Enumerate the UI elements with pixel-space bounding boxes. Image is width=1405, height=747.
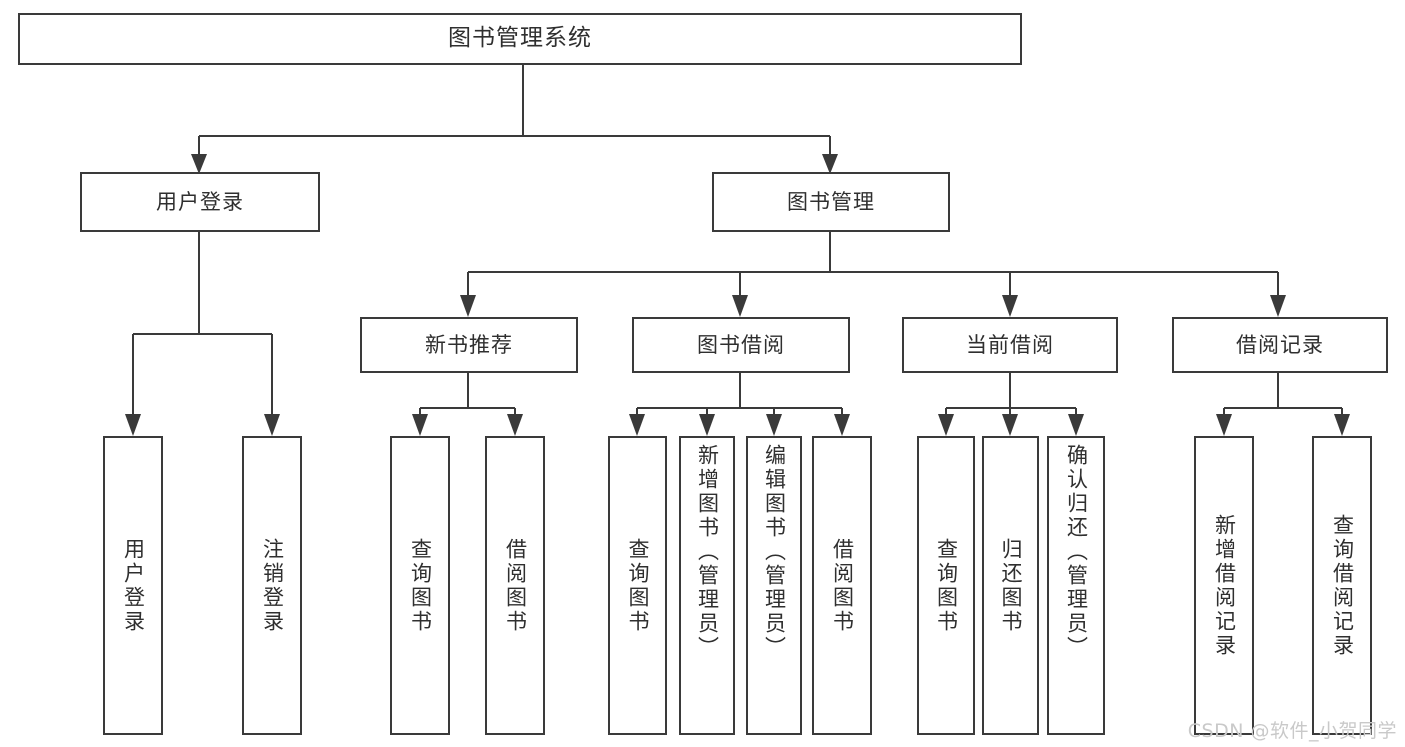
node-user-login-label: 用户登录	[156, 189, 244, 214]
leaf-borrow-add-book-admin[interactable]: 新增图书（管理员）	[679, 436, 735, 735]
arrow-head-borrow-record	[1270, 295, 1286, 317]
arrow-head-userlogin	[191, 154, 207, 174]
leaf-newbook-query-book-label: 查询图书	[408, 537, 433, 634]
node-new-book-recommend-label: 新书推荐	[425, 332, 513, 357]
leaf-logout[interactable]: 注销登录	[242, 436, 302, 735]
node-current-borrow[interactable]: 当前借阅	[902, 317, 1118, 373]
leaf-record-query-record-label: 查询借阅记录	[1330, 513, 1355, 658]
node-book-management-label: 图书管理	[787, 189, 875, 214]
arrow-head-cb-return	[1002, 414, 1018, 436]
leaf-borrow-lend-book[interactable]: 借阅图书	[812, 436, 872, 735]
leaf-current-return-book[interactable]: 归还图书	[982, 436, 1039, 735]
node-user-login[interactable]: 用户登录	[80, 172, 320, 232]
arrow-head-bb-add	[699, 414, 715, 436]
arrow-head-leaf-logout	[264, 414, 280, 436]
node-new-book-recommend[interactable]: 新书推荐	[360, 317, 578, 373]
arrow-head-bb-lend	[834, 414, 850, 436]
arrow-head-current-borrow	[1002, 295, 1018, 317]
arrow-head-br-add	[1216, 414, 1232, 436]
csdn-watermark: CSDN @软件_小贺同学	[1187, 720, 1397, 742]
leaf-borrow-query-book-label: 查询图书	[626, 537, 650, 634]
node-book-borrow-label: 图书借阅	[697, 332, 785, 357]
arrow-head-book-borrow	[732, 295, 748, 317]
node-root-book-management-system[interactable]: 图书管理系统	[18, 13, 1022, 65]
arrow-head-leaf-user-login	[125, 414, 141, 436]
node-current-borrow-label: 当前借阅	[966, 332, 1054, 357]
node-root-label: 图书管理系统	[448, 25, 592, 52]
arrow-head-cb-confirm	[1068, 414, 1084, 436]
leaf-current-return-book-label: 归还图书	[999, 537, 1023, 634]
arrow-head-new-book	[460, 295, 476, 317]
node-borrow-record[interactable]: 借阅记录	[1172, 317, 1388, 373]
leaf-newbook-borrow-book[interactable]: 借阅图书	[485, 436, 545, 735]
leaf-borrow-edit-book-admin[interactable]: 编辑图书（管理员）	[746, 436, 802, 735]
leaf-record-query-record[interactable]: 查询借阅记录	[1312, 436, 1372, 735]
arrow-head-nb-borrow	[507, 414, 523, 436]
arrow-head-nb-query	[412, 414, 428, 436]
leaf-borrow-query-book[interactable]: 查询图书	[608, 436, 667, 735]
leaf-borrow-edit-book-admin-label: 编辑图书（管理员）	[762, 444, 787, 660]
node-book-management[interactable]: 图书管理	[712, 172, 950, 232]
arrow-head-br-query	[1334, 414, 1350, 436]
leaf-record-add-record-label: 新增借阅记录	[1212, 513, 1237, 658]
node-book-borrow[interactable]: 图书借阅	[632, 317, 850, 373]
node-borrow-record-label: 借阅记录	[1236, 332, 1324, 357]
leaf-current-confirm-return-admin-label: 确认归还（管理员）	[1064, 444, 1089, 660]
arrow-head-bb-query	[629, 414, 645, 436]
leaf-borrow-lend-book-label: 借阅图书	[830, 537, 855, 634]
leaf-current-query-book[interactable]: 查询图书	[917, 436, 975, 735]
leaf-user-login-label: 用户登录	[121, 537, 146, 634]
leaf-current-confirm-return-admin[interactable]: 确认归还（管理员）	[1047, 436, 1105, 735]
leaf-newbook-query-book[interactable]: 查询图书	[390, 436, 450, 735]
leaf-current-query-book-label: 查询图书	[934, 537, 959, 634]
leaf-record-add-record[interactable]: 新增借阅记录	[1194, 436, 1254, 735]
arrow-head-bookmgmt	[822, 154, 838, 174]
arrow-head-bb-edit	[766, 414, 782, 436]
leaf-user-login[interactable]: 用户登录	[103, 436, 163, 735]
arrow-head-cb-query	[938, 414, 954, 436]
leaf-logout-label: 注销登录	[260, 537, 285, 634]
leaf-borrow-add-book-admin-label: 新增图书（管理员）	[695, 444, 720, 660]
leaf-newbook-borrow-book-label: 借阅图书	[503, 537, 528, 634]
